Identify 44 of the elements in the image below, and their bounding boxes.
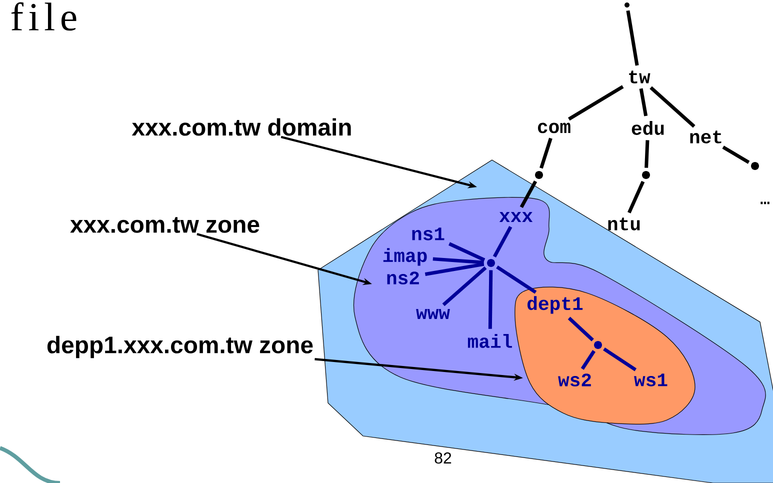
subzone-region bbox=[514, 286, 696, 424]
host-label: ns1 bbox=[412, 228, 444, 240]
page-number: 82 bbox=[434, 452, 452, 464]
tree-branch bbox=[432, 257, 484, 264]
tree-branch bbox=[644, 140, 650, 168]
title: file bbox=[11, 2, 76, 31]
host-label: com bbox=[538, 122, 570, 134]
tree-branch bbox=[568, 85, 624, 121]
tree-branch bbox=[722, 146, 750, 164]
tree-branch bbox=[424, 262, 484, 276]
tree-branch bbox=[488, 270, 493, 329]
host-label: net bbox=[690, 130, 722, 144]
tree-branch bbox=[496, 265, 537, 294]
tree-branch bbox=[626, 10, 639, 66]
zone-label: depp1.xxx.com.tw zone bbox=[47, 336, 313, 358]
host-label: mail bbox=[468, 334, 512, 348]
host-label: ns2 bbox=[387, 272, 419, 284]
host-label: edu bbox=[632, 121, 664, 135]
tree-branch bbox=[650, 86, 696, 128]
tree-dot bbox=[642, 171, 650, 179]
tree-dot bbox=[487, 259, 495, 267]
tree-branch bbox=[540, 138, 552, 169]
tree-dot bbox=[594, 341, 602, 349]
host-label: ntu bbox=[608, 218, 640, 230]
tree-dot bbox=[535, 171, 543, 179]
tree-branch bbox=[442, 266, 487, 306]
tree-branch bbox=[448, 242, 486, 262]
zone-label: xxx.com.tw zone bbox=[70, 217, 260, 233]
host-label: www bbox=[416, 309, 450, 319]
zone-label: xxx.com.tw domain bbox=[132, 118, 351, 136]
ellipsis-text: … bbox=[760, 202, 770, 204]
tree-branch bbox=[568, 316, 594, 342]
host-label: xxx bbox=[499, 212, 533, 222]
tree-branch bbox=[603, 348, 637, 372]
tree-dot bbox=[751, 162, 759, 170]
host-label: ws1 bbox=[634, 374, 668, 386]
host-label: imap bbox=[383, 248, 427, 266]
tree-branch bbox=[492, 226, 512, 258]
tree-branch bbox=[580, 350, 596, 370]
host-label: tw bbox=[629, 70, 650, 84]
tree-branch bbox=[628, 180, 645, 214]
tree-branch bbox=[639, 88, 648, 116]
host-label: ws2 bbox=[558, 374, 591, 386]
host-label: dept1 bbox=[528, 296, 583, 314]
